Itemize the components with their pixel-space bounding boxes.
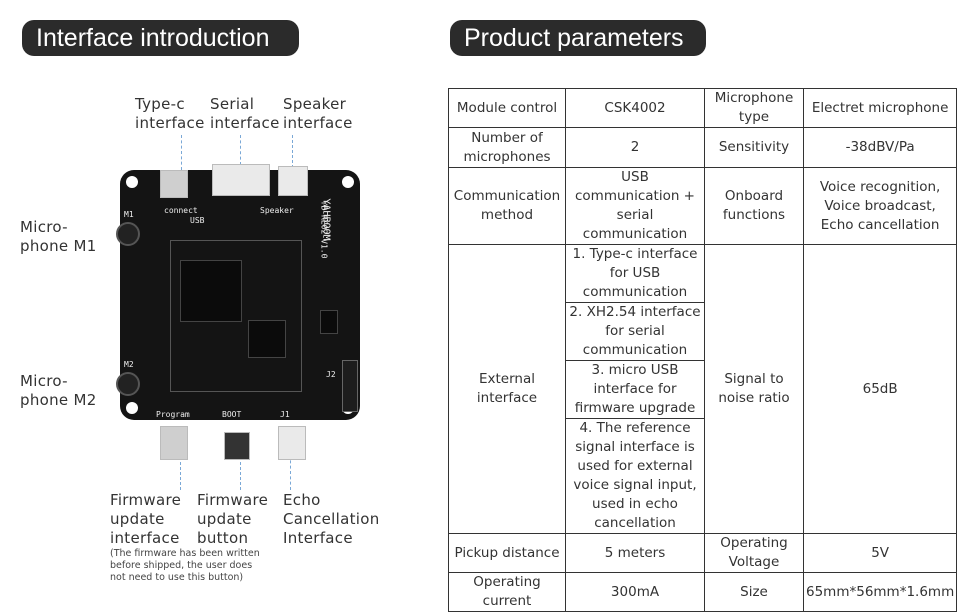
board-m2-text: M2 xyxy=(124,360,134,369)
mount-hole xyxy=(126,176,138,188)
cell-value: 2. XH2.54 interface for serial communica… xyxy=(565,302,705,361)
table-row: 4. The reference signal interface is use… xyxy=(449,418,957,534)
board-j2-text: J2 xyxy=(326,370,336,379)
microphone-m2-label: Micro- phone M2 xyxy=(20,372,97,409)
cell-label: Number of microphones xyxy=(448,127,566,168)
serial-leader xyxy=(240,135,241,165)
board-j1-text: J1 xyxy=(280,410,290,419)
cell-value: 5V xyxy=(802,533,958,573)
speaker-leader xyxy=(292,135,293,173)
firmware-update-button-label: Firmware update button xyxy=(197,491,269,547)
speaker-connector xyxy=(278,166,308,196)
fw-button-leader xyxy=(240,462,241,490)
cell-label: Onboard functions xyxy=(704,167,804,245)
product-parameters-title: Product parameters xyxy=(450,20,706,56)
table-row: Number of microphones 2 Sensitivity -38d… xyxy=(448,127,958,168)
mount-hole xyxy=(342,176,354,188)
table-row: Operating current 300mA Size 65mm*56mm*1… xyxy=(448,572,958,612)
board-connect-text: connect xyxy=(164,206,198,215)
cell-label: External interface xyxy=(448,244,566,534)
cell-value: 300mA xyxy=(565,572,705,612)
mount-hole xyxy=(126,402,138,414)
small-chip xyxy=(248,320,286,358)
cell-value: 3. micro USB interface for firmware upgr… xyxy=(565,360,705,419)
parameters-table: Module control CSK4002 Microphone type E… xyxy=(448,88,958,612)
cell-value: 5 meters xyxy=(565,533,705,573)
cell-value: Voice recognition, Voice broadcast, Echo… xyxy=(802,167,958,245)
echo-cancellation-interface-label: Echo Cancellation Interface xyxy=(283,491,380,547)
interface-introduction-title: Interface introduction xyxy=(22,20,299,56)
cell-label: Operating Voltage xyxy=(704,533,804,573)
speaker-interface-label: Speaker interface xyxy=(283,95,353,132)
cell-value: -38dBV/Pa xyxy=(802,127,958,168)
boot-button xyxy=(224,432,250,460)
cell-label: Sensitivity xyxy=(704,127,804,168)
board-model-text: YB-RE02-V1.0 xyxy=(319,200,329,259)
micro-usb-port xyxy=(160,426,188,460)
board-m1-text: M1 xyxy=(124,210,134,219)
typec-interface-label: Type-c interface xyxy=(135,95,205,132)
fw-interface-leader xyxy=(180,462,181,490)
serial-interface-label: Serial interface xyxy=(210,95,280,132)
table-row: 3. micro USB interface for firmware upgr… xyxy=(449,360,957,419)
typec-leader xyxy=(181,135,182,170)
reference-signal-connector xyxy=(342,360,358,412)
table-row: Communication method USB communication +… xyxy=(448,167,958,245)
board-program-text: Program xyxy=(156,410,190,419)
side-chip xyxy=(320,310,338,334)
voice-module-board: YAHBOOM YB-RE02-V1.0 USB connect Speaker… xyxy=(116,164,360,460)
cell-label: Operating current xyxy=(448,572,566,612)
cell-label: Signal to noise ratio xyxy=(704,244,804,534)
cell-value: 4. The reference signal interface is use… xyxy=(565,418,705,534)
cell-value: 65mm*56mm*1.6mm xyxy=(802,572,958,612)
cell-value: CSK4002 xyxy=(565,88,705,128)
table-row: Module control CSK4002 Microphone type E… xyxy=(448,88,958,128)
board-speaker-text: Speaker xyxy=(260,206,294,215)
microphone-m1 xyxy=(116,222,140,246)
microphone-m1-label: Micro- phone M1 xyxy=(20,218,97,255)
module-chip xyxy=(170,240,302,392)
cell-value: 2 xyxy=(565,127,705,168)
table-row: Pickup distance 5 meters Operating Volta… xyxy=(448,533,958,573)
main-chip xyxy=(180,260,242,322)
board-usb-text: USB xyxy=(190,216,205,225)
serial-connector xyxy=(212,164,270,196)
cell-value: USB communication + serial communication xyxy=(565,167,705,245)
cell-label: Module control xyxy=(448,88,566,128)
table-row: External interface 1. Type-c interface f… xyxy=(448,244,958,534)
typec-port xyxy=(160,170,188,198)
firmware-note: (The firmware has been written before sh… xyxy=(110,548,260,583)
cell-label: Pickup distance xyxy=(448,533,566,573)
cell-label: Communication method xyxy=(448,167,566,245)
cell-label: Size xyxy=(704,572,804,612)
firmware-update-interface-label: Firmware update interface xyxy=(110,491,182,547)
table-row: 2. XH2.54 interface for serial communica… xyxy=(449,302,957,361)
cell-value: Electret microphone xyxy=(802,88,958,128)
echo-connector xyxy=(278,426,306,460)
echo-leader xyxy=(290,455,291,490)
cell-label: Microphone type xyxy=(704,88,804,128)
microphone-m2 xyxy=(116,372,140,396)
board-boot-text: BOOT xyxy=(222,410,242,419)
cell-value: 1. Type-c interface for USB communicatio… xyxy=(565,244,705,303)
cell-value: 65dB xyxy=(802,244,958,534)
